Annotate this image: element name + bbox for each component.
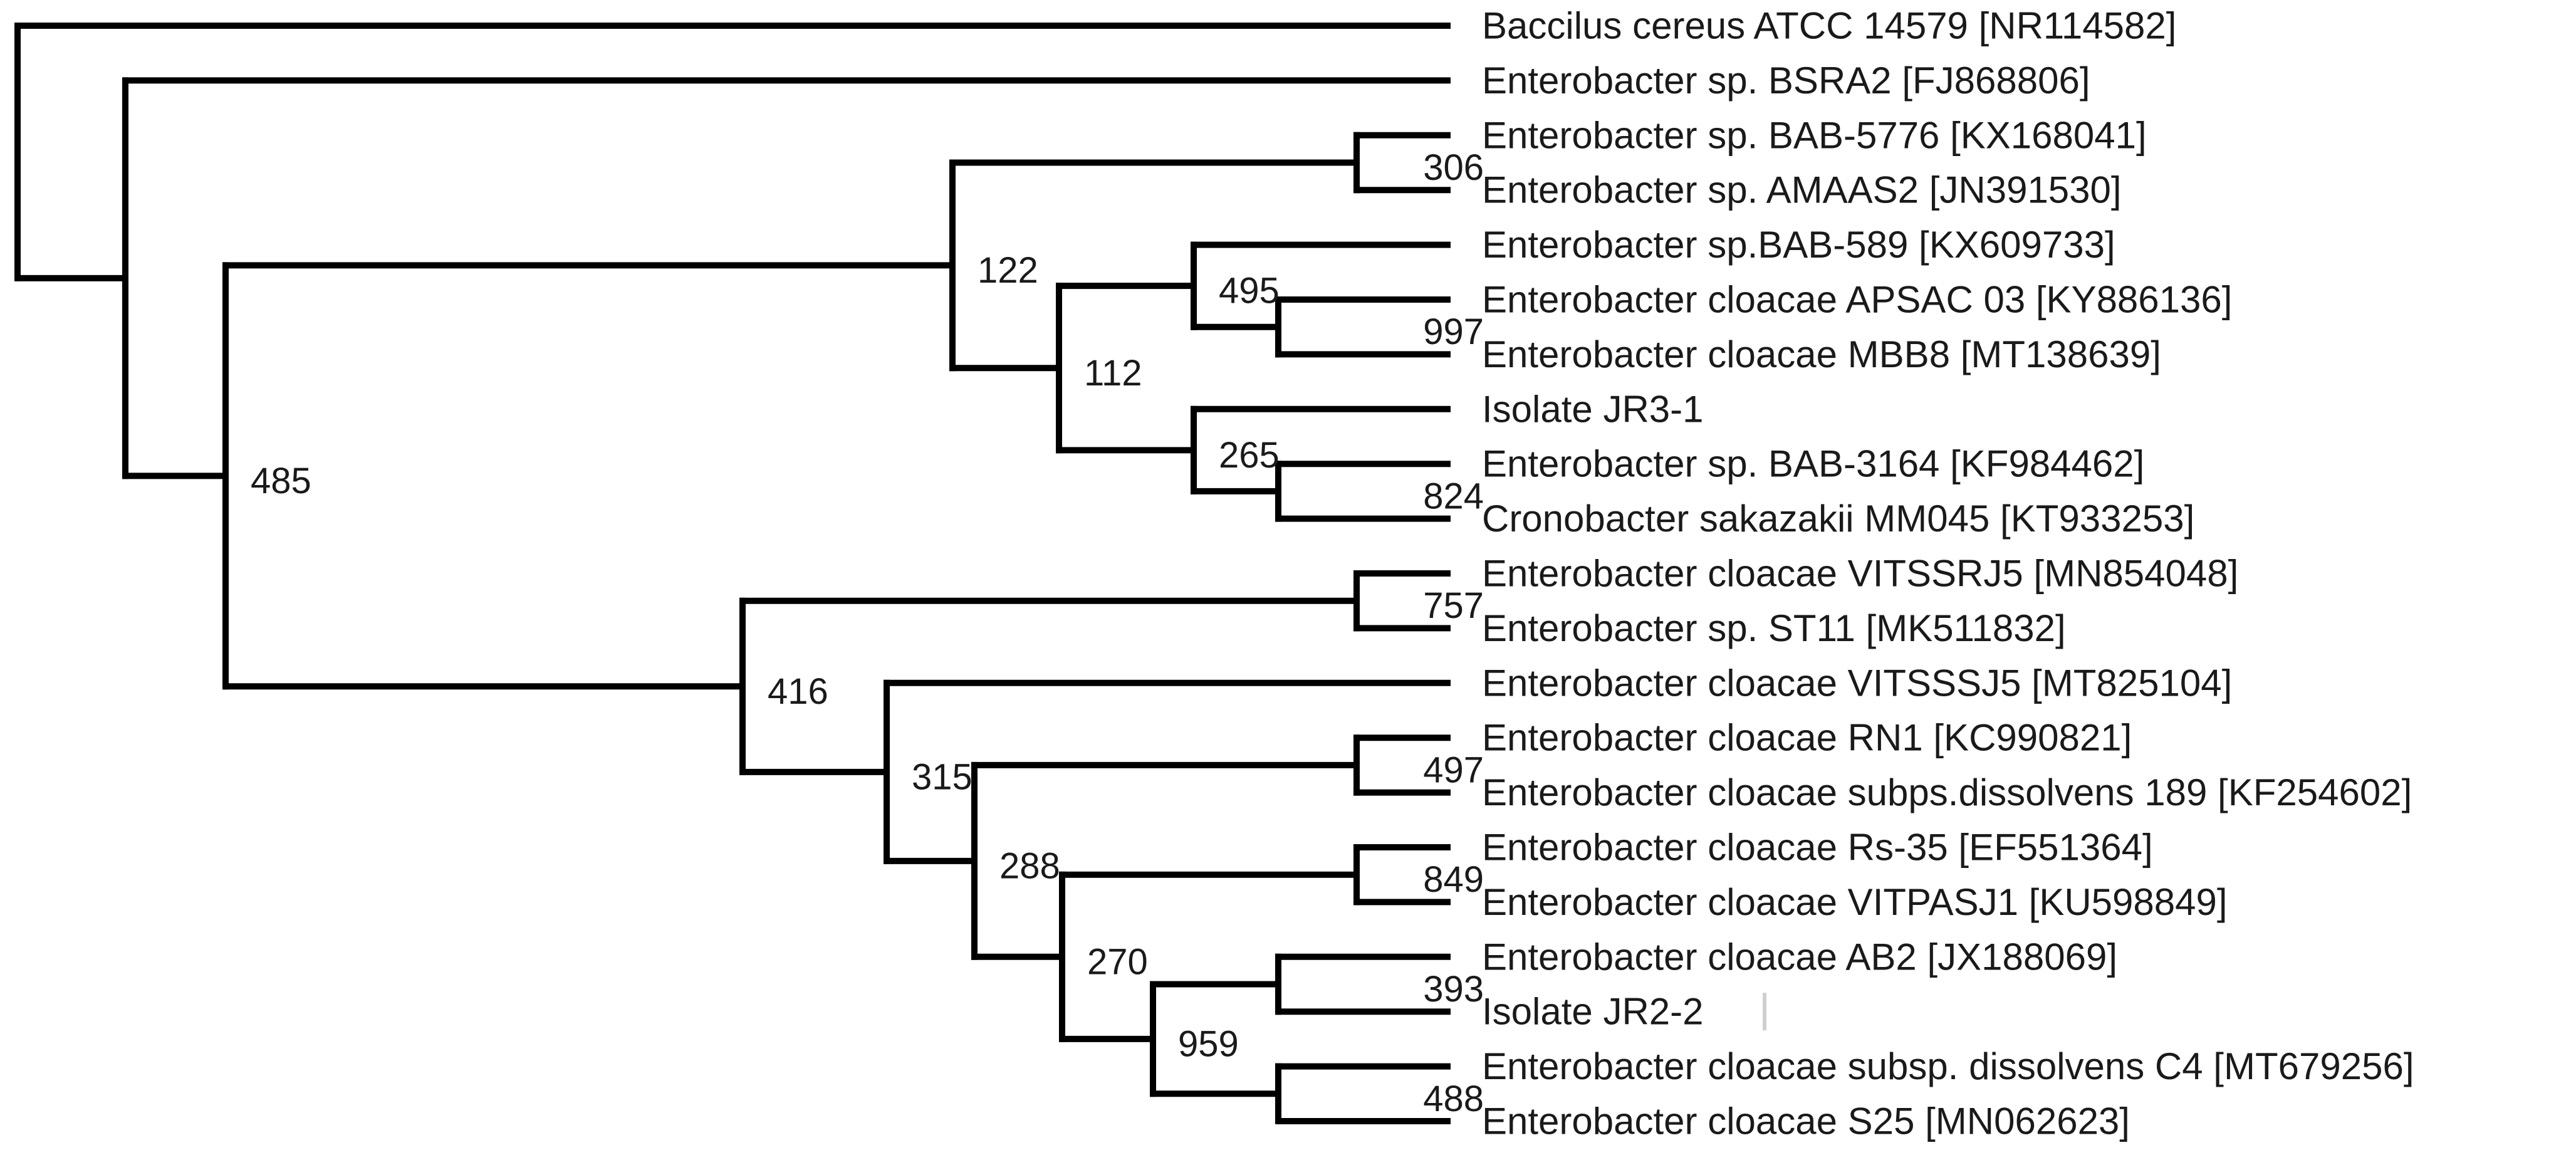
bootstrap-label: 288 xyxy=(999,845,1060,886)
bootstrap-label: 485 xyxy=(251,461,311,501)
bootstrap-label: 997 xyxy=(1423,311,1484,352)
taxon-label: Isolate JR2-2 xyxy=(1482,991,1704,1033)
bootstrap-label: 497 xyxy=(1423,750,1484,790)
taxon-label: Enterobacter sp. BAB-3164 [KF984462] xyxy=(1482,443,2144,485)
taxon-label: Baccilus cereus ATCC 14579 [NR114582] xyxy=(1482,5,2176,47)
taxon-label: Enterobacter cloacae subsp. dissolvens C… xyxy=(1482,1045,2414,1087)
bootstrap-label: 122 xyxy=(978,250,1038,291)
bootstrap-label: 416 xyxy=(768,671,828,712)
cursor-artifact xyxy=(1763,993,1766,1031)
taxon-label: Enterobacter sp. AMAAS2 [JN391530] xyxy=(1482,169,2122,211)
taxon-label: Enterobacter cloacae RN1 [KC990821] xyxy=(1482,717,2132,759)
bootstrap-label: 315 xyxy=(912,756,973,797)
taxon-label: Enterobacter sp. ST11 [MK511832] xyxy=(1482,607,2066,649)
taxon-label: Enterobacter sp. BSRA2 [FJ868806] xyxy=(1482,60,2090,102)
taxon-label: Enterobacter sp.BAB-589 [KX609733] xyxy=(1482,224,2115,266)
taxon-label: Enterobacter cloacae VITSSSJ5 [MT825104] xyxy=(1482,662,2232,704)
bootstrap-label: 495 xyxy=(1219,271,1280,311)
bootstrap-label: 824 xyxy=(1423,476,1484,516)
bootstrap-label: 488 xyxy=(1423,1079,1484,1119)
bootstrap-label: 270 xyxy=(1087,941,1148,982)
taxon-label: Enterobacter cloacae S25 [MN062623] xyxy=(1482,1100,2130,1142)
taxon-label: Enterobacter cloacae VITPASJ1 [KU598849] xyxy=(1482,881,2228,923)
taxon-label: Enterobacter cloacae subps.dissolvens 18… xyxy=(1482,771,2412,813)
bootstrap-label: 393 xyxy=(1423,969,1484,1010)
taxon-label: Enterobacter cloacae APSAC 03 [KY886136] xyxy=(1482,279,2232,321)
bootstrap-label: 265 xyxy=(1219,435,1280,476)
taxon-label: Enterobacter cloacae VITSSRJ5 [MN854048] xyxy=(1482,553,2238,595)
taxon-label: Enterobacter sp. BAB-5776 [KX168041] xyxy=(1482,114,2147,156)
bootstrap-label: 112 xyxy=(1084,353,1142,394)
bootstrap-label: 306 xyxy=(1423,147,1484,188)
bootstrap-label: 849 xyxy=(1423,859,1484,900)
taxon-label: Isolate JR3-1 xyxy=(1482,388,1704,430)
bootstrap-label: 959 xyxy=(1178,1023,1239,1064)
taxon-label: Enterobacter cloacae MBB8 [MT138639] xyxy=(1482,333,2161,375)
taxon-label: Enterobacter cloacae AB2 [JX188069] xyxy=(1482,936,2117,978)
taxon-label: Cronobacter sakazakii MM045 [KT933253] xyxy=(1482,498,2194,540)
taxon-label: Enterobacter cloacae Rs-35 [EF551364] xyxy=(1482,827,2153,869)
tree-canvas: Baccilus cereus ATCC 14579 [NR114582] Ent… xyxy=(14,5,2414,1142)
bootstrap-label: 757 xyxy=(1423,585,1484,626)
